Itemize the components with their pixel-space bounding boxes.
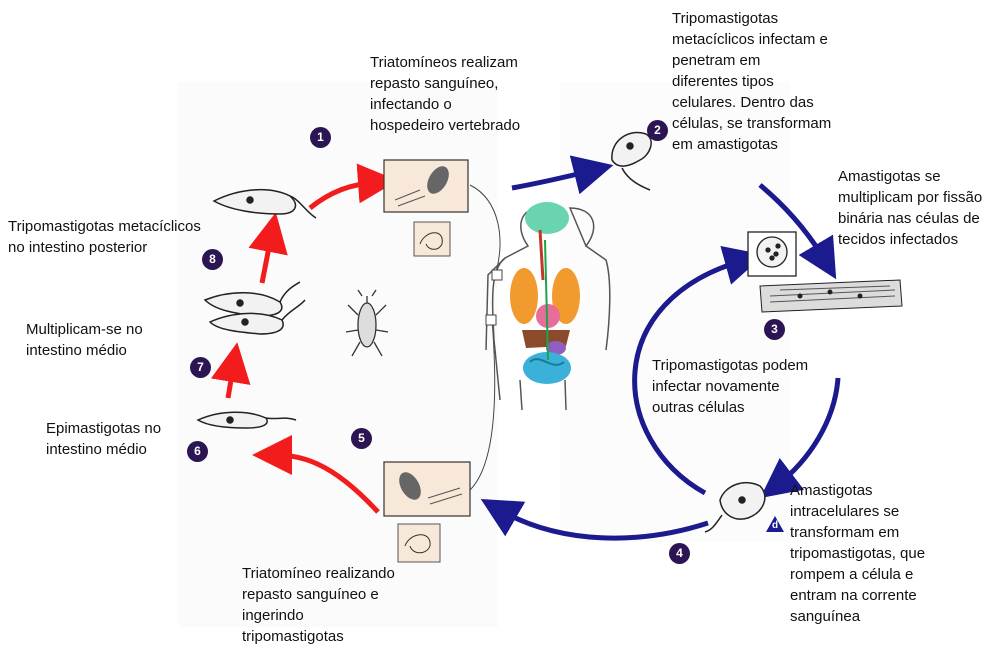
badge-4: 4	[669, 543, 690, 564]
badge-5: 5	[351, 428, 372, 449]
badge-2: 2	[647, 120, 668, 141]
badge-d: d	[766, 516, 784, 532]
step8-label: Tripomastigotas metacíclicos no intestin…	[8, 216, 201, 258]
badge-8: 8	[202, 249, 223, 270]
reinfect-label: Tripomastigotas podem infectar novamente…	[652, 355, 808, 418]
badge-1: 1	[310, 127, 331, 148]
step3-label: Amastigotas se multiplicam por fissão bi…	[838, 166, 982, 250]
infected-cell-inset	[748, 232, 796, 276]
infected-tissue	[760, 280, 902, 312]
stepd-label: Amastigotas intracelulares se transforma…	[790, 480, 925, 627]
step2-label: Tripomastigotas metacíclicos infectam e …	[672, 8, 831, 155]
badge-d-letter: d	[766, 520, 784, 531]
badge-6: 6	[187, 441, 208, 462]
step5-label: Triatomíneo realizando repasto sanguíneo…	[242, 563, 395, 647]
step1-label: Triatomíneos realizam repasto sanguíneo,…	[370, 52, 520, 136]
badge-7: 7	[190, 357, 211, 378]
step6-label: Epimastigotas no intestino médio	[46, 418, 161, 460]
step7-label: Multiplicam-se no intestino médio	[26, 319, 143, 361]
badge-3: 3	[764, 319, 785, 340]
